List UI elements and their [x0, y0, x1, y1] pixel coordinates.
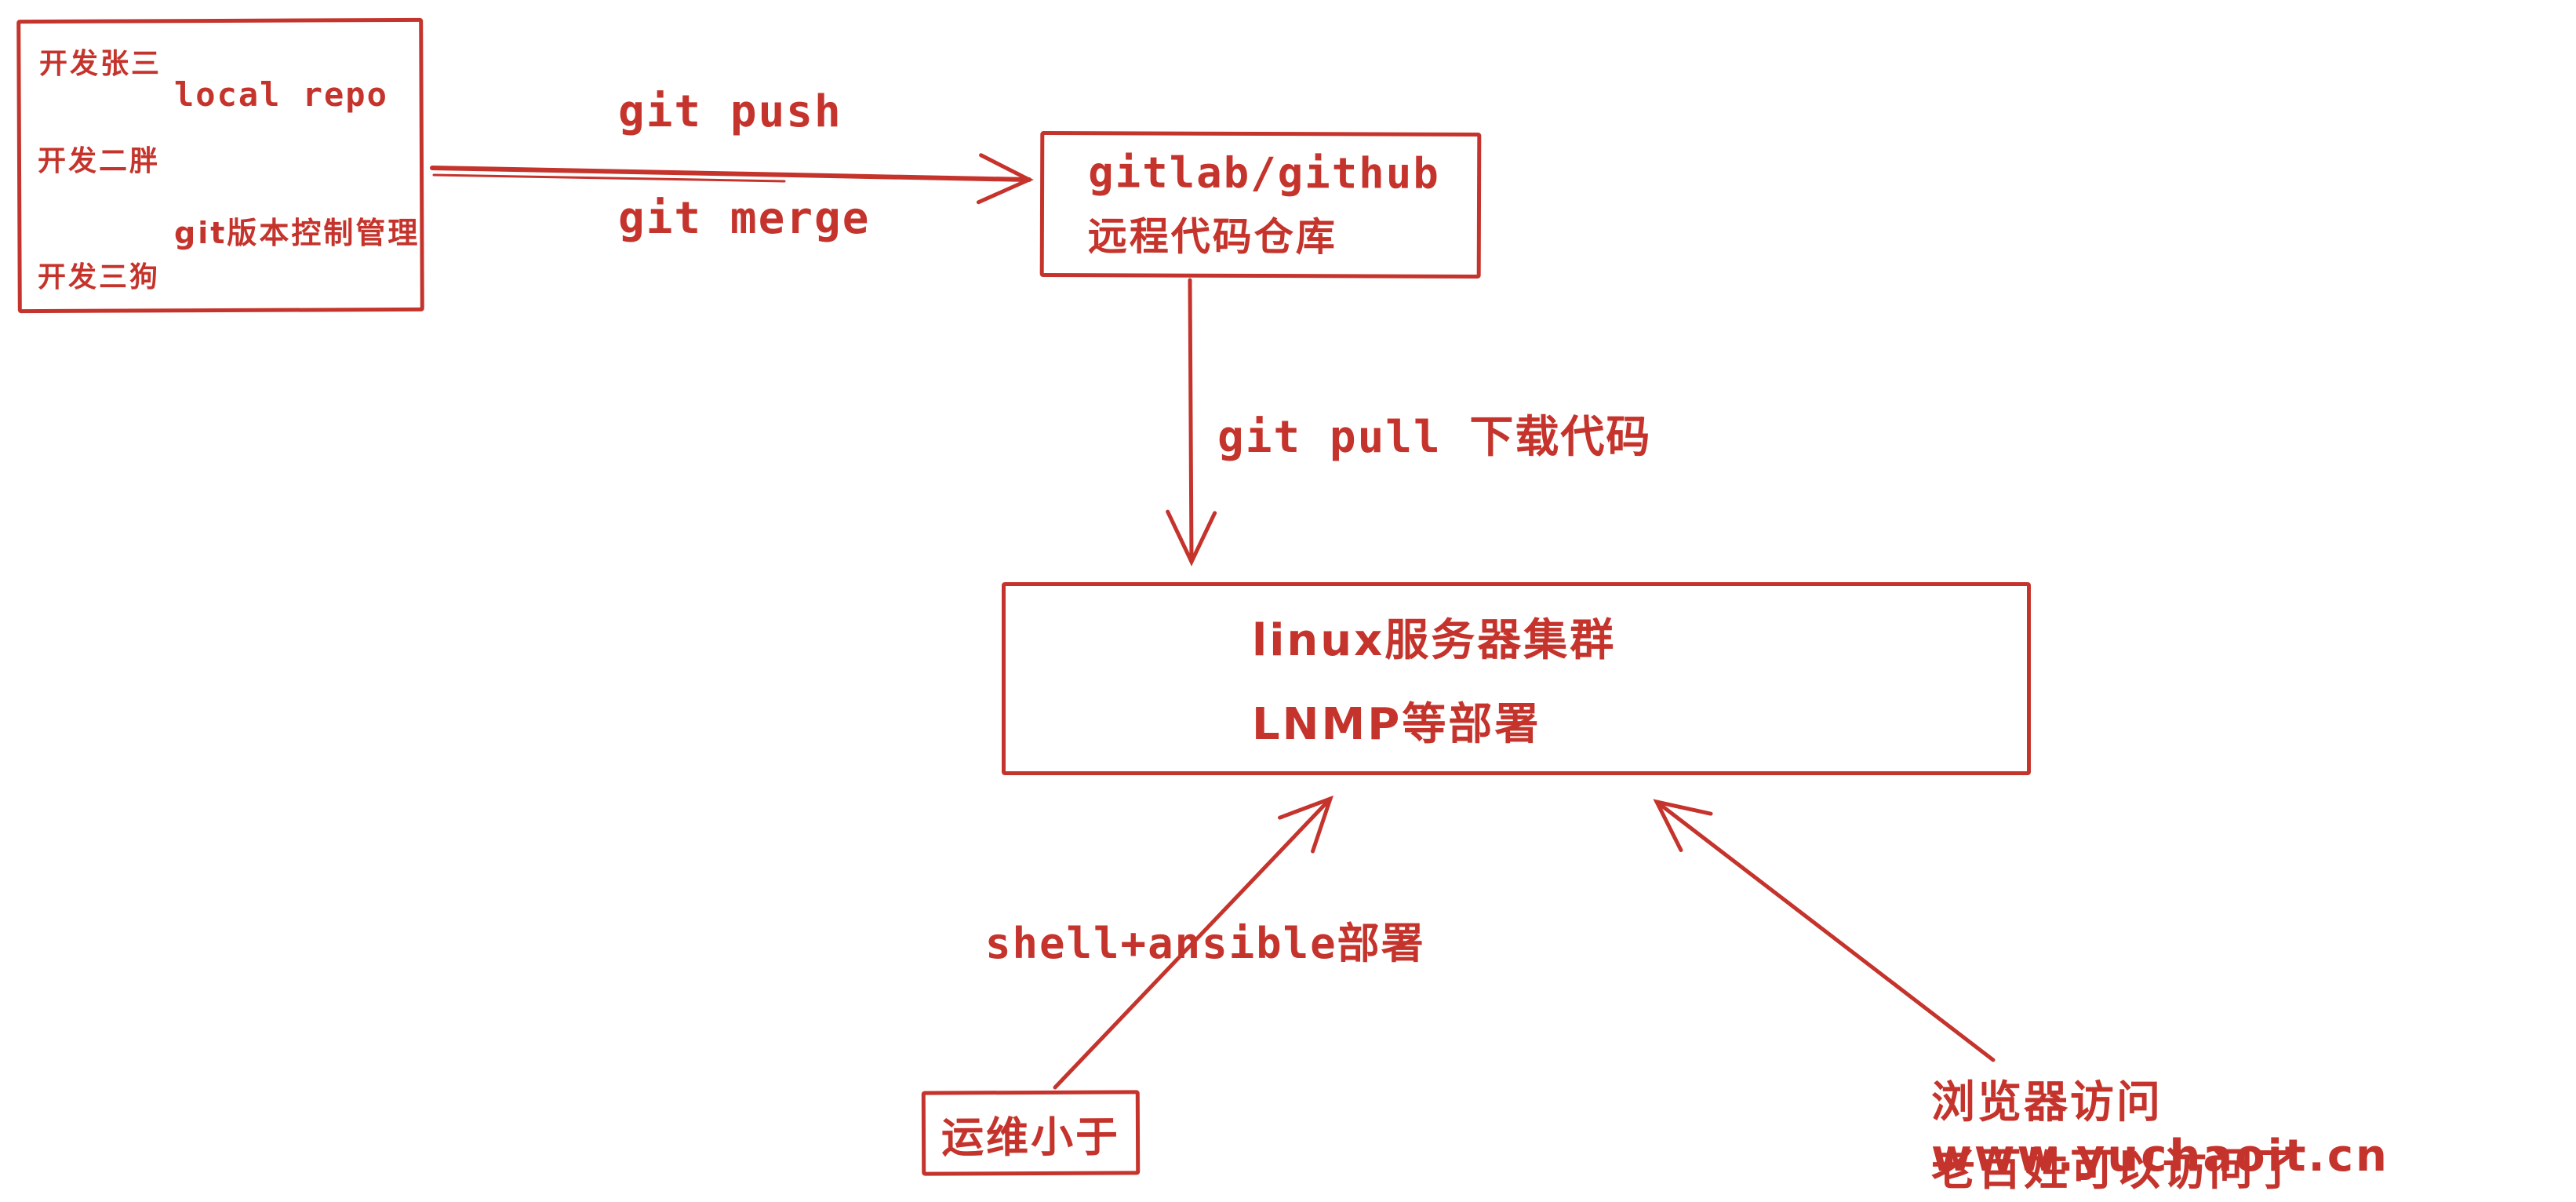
- arrow-git-push-merge: [430, 153, 1034, 205]
- remote-repo-subtitle: 远程代码仓库: [1087, 213, 1337, 260]
- git-merge-label: git merge: [618, 193, 871, 244]
- developer-zhangsan-label: 开发张三: [39, 48, 162, 80]
- local-repo-label: local repo: [174, 75, 388, 114]
- git-version-control-label: git版本控制管理: [174, 216, 420, 250]
- ops-engineer-label: 运维小于: [941, 1112, 1121, 1162]
- git-pull-label: git pull 下载代码: [1217, 412, 1652, 463]
- git-push-label: git push: [618, 86, 842, 137]
- remote-repo-box: gitlab/github 远程代码仓库: [1039, 131, 1482, 279]
- linux-cluster-title: linux服务器集群: [1252, 615, 1617, 666]
- arrow-git-push-merge-doubled-stroke: [432, 173, 786, 183]
- public-access-label: 老百姓可以访问了: [1931, 1145, 2301, 1196]
- lnmp-deploy-subtitle: LNMP等部署: [1252, 699, 1541, 750]
- arrow-git-pull: [1166, 278, 1217, 566]
- developer-sangou-label: 开发三狗: [38, 261, 161, 293]
- ops-engineer-box: 运维小于: [921, 1090, 1141, 1176]
- browser-access-label: 浏览器访问 www.yuchaoit.cn: [1931, 1077, 2389, 1182]
- shell-ansible-deploy-label: shell+ansible部署: [985, 919, 1425, 968]
- remote-repo-title: gitlab/github: [1088, 147, 1440, 199]
- developer-erpang-label: 开发二胖: [38, 145, 161, 177]
- arrow-browser-access: [1653, 799, 1996, 1062]
- linux-cluster-box: linux服务器集群 LNMP等部署: [1002, 582, 2031, 775]
